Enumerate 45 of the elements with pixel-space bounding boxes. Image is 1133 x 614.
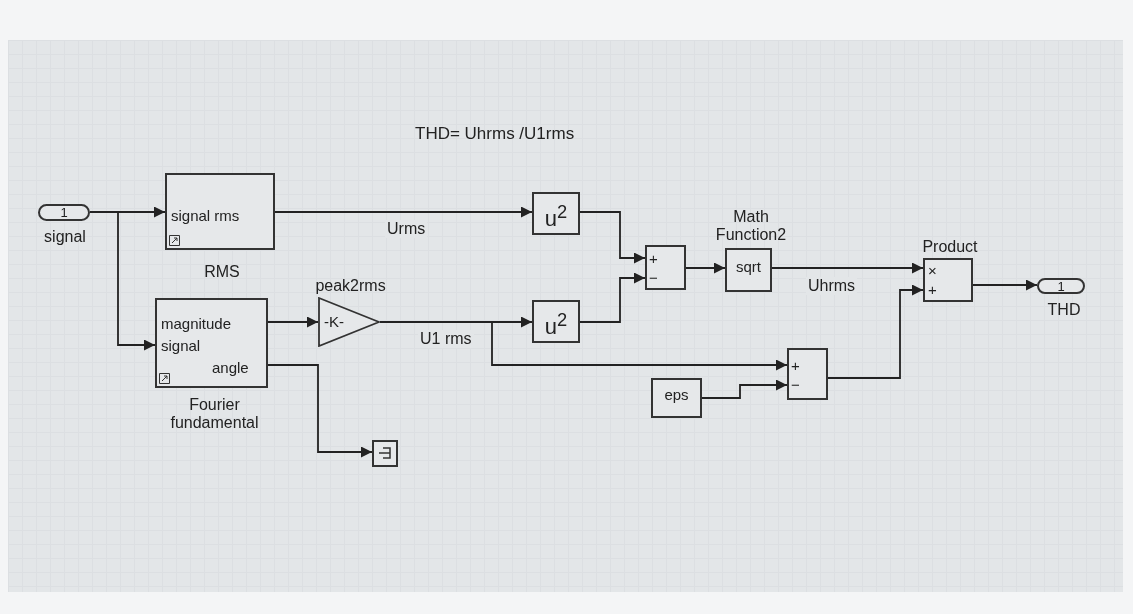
edge-label: U1 rms	[418, 330, 474, 348]
sum-block	[787, 348, 828, 400]
block-label: -K-	[324, 314, 344, 329]
edge-label: Uhrms	[806, 277, 858, 295]
formula-text: THD= Uhrms /U1rms	[415, 124, 575, 144]
signal-line	[827, 284, 924, 379]
block-label: u$^{2}$	[543, 202, 569, 230]
signal-line	[701, 379, 788, 399]
sign-label: −	[791, 377, 800, 392]
port-label: angle	[212, 360, 249, 375]
math-block	[532, 300, 580, 343]
block-label: u$^{2}$	[543, 310, 569, 338]
sign-label: +	[928, 282, 937, 297]
block-caption: THD	[1046, 301, 1082, 320]
signal-line	[579, 211, 646, 264]
port-label: signal	[161, 338, 201, 353]
signal-line	[685, 262, 726, 274]
edge-label: Urms	[385, 220, 428, 238]
constant-block	[651, 378, 702, 418]
terminator-block	[372, 440, 398, 467]
signal-line	[89, 211, 156, 351]
signal-line	[267, 316, 319, 328]
block-caption: peak2rms	[314, 277, 387, 296]
signal-line	[579, 272, 646, 323]
block-caption: Fourier fundamental	[169, 396, 260, 433]
block-caption: Math Function2	[715, 208, 787, 245]
signal-line	[972, 279, 1038, 291]
sign-label: −	[649, 270, 658, 285]
block-label: 1	[1056, 280, 1066, 293]
block-label: sqrt	[735, 259, 762, 274]
signal-line	[267, 364, 373, 458]
sign-label: ×	[928, 263, 937, 278]
block-label: eps	[663, 387, 690, 402]
block-caption: Product	[921, 238, 979, 257]
block-label: 1	[59, 206, 69, 219]
sign-label: +	[649, 251, 658, 266]
port-label: signal rms	[171, 208, 240, 223]
signal-line	[771, 262, 924, 274]
sign-label: +	[791, 358, 800, 373]
sum-block	[645, 245, 686, 290]
port-label: magnitude	[161, 316, 232, 331]
math-block	[532, 192, 580, 235]
signal-line	[274, 206, 533, 218]
block-caption: signal	[43, 228, 87, 247]
block-caption: RMS	[203, 263, 241, 282]
